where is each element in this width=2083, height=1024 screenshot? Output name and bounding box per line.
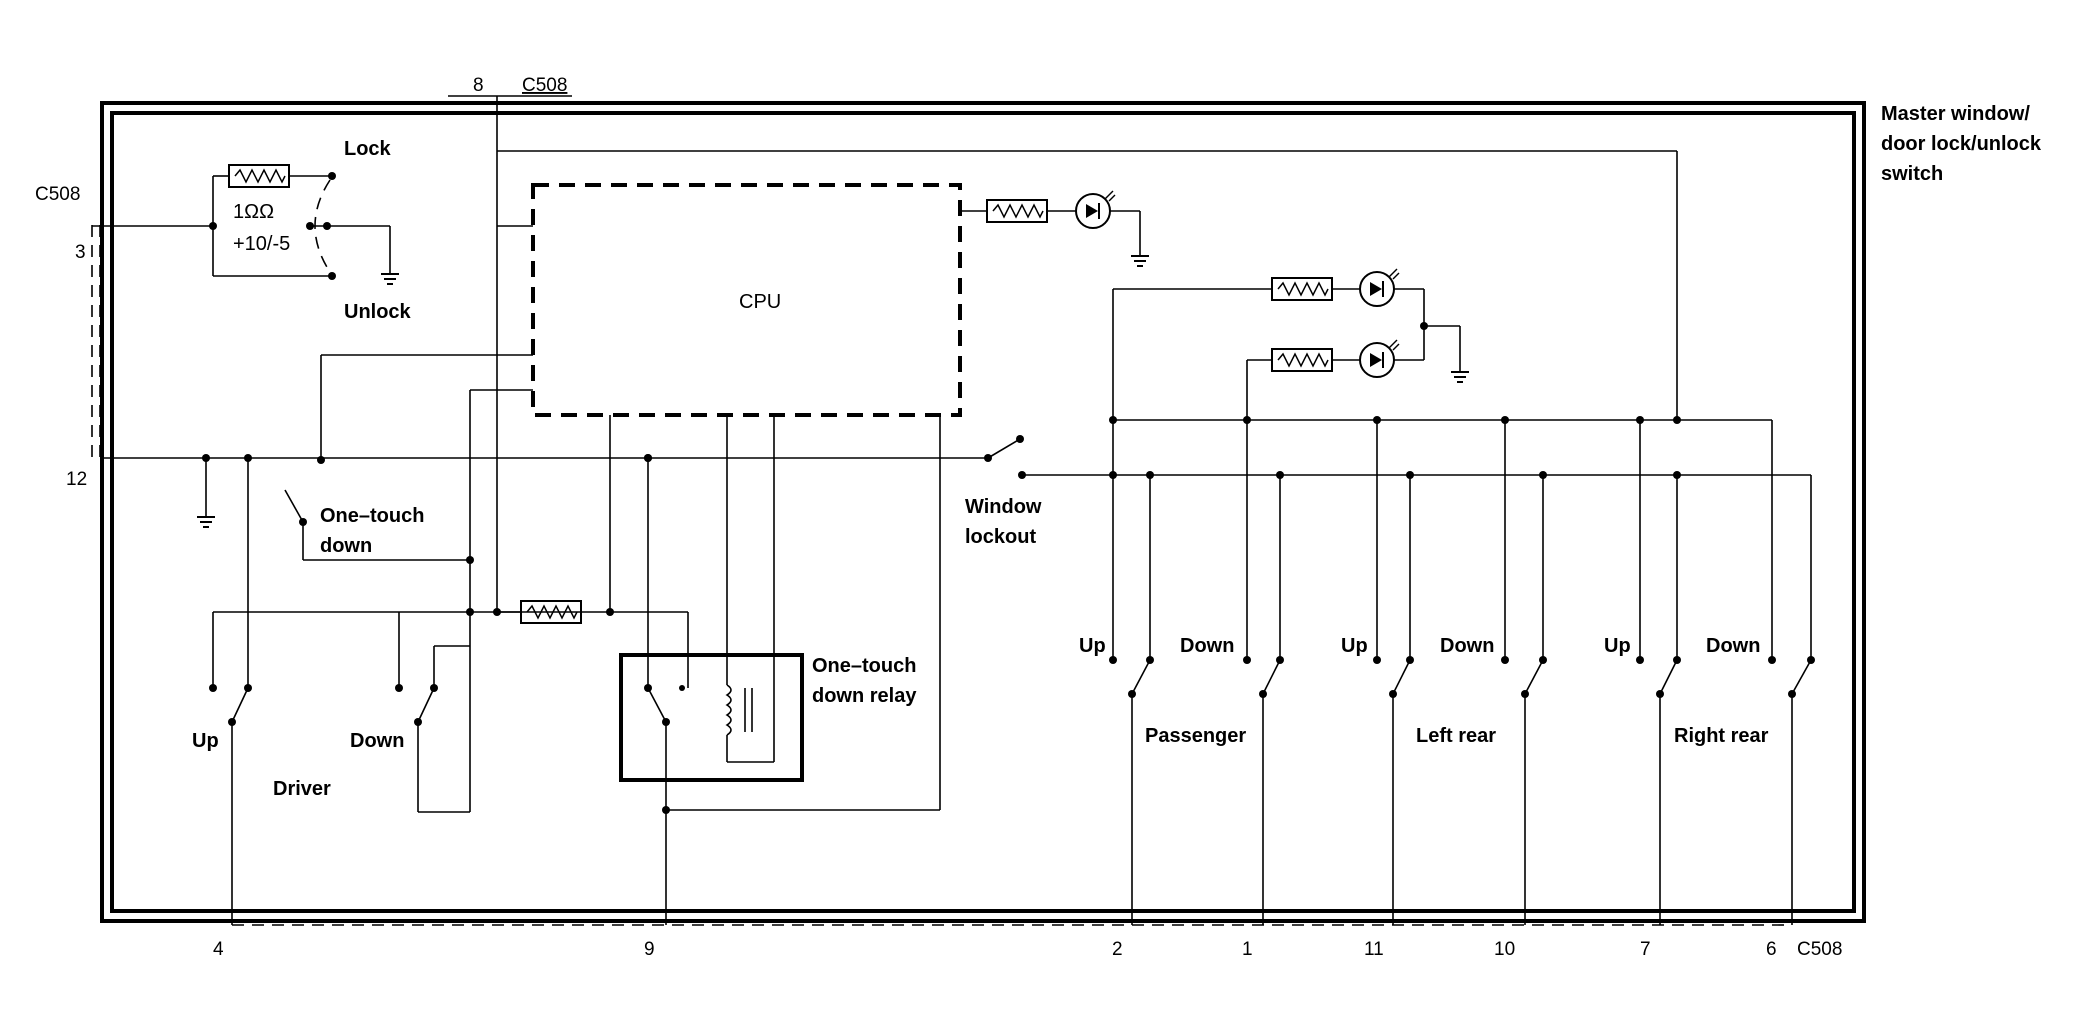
left-rear-down-label: Down	[1440, 635, 1494, 657]
pin-7-label: 7	[1640, 939, 1651, 960]
unlock-label: Unlock	[344, 301, 412, 323]
pin-8-label: 8	[473, 75, 484, 96]
one-touch-down-label-line1: One–touch	[320, 505, 424, 527]
resistor-value-label: 1ΩΩ	[233, 201, 274, 223]
right-rear-down-label: Down	[1706, 635, 1760, 657]
left-rear-up-label: Up	[1341, 635, 1368, 657]
driver-label: Driver	[273, 778, 331, 800]
window-lockout-label-line2: lockout	[965, 526, 1036, 548]
relay-label-line2: down relay	[812, 685, 917, 707]
cpu-label: CPU	[739, 291, 781, 313]
connector-c508-bottom: C508	[1797, 939, 1842, 960]
pin-12-label: 12	[66, 469, 87, 490]
pin-1-label: 1	[1242, 939, 1253, 960]
relay-label-line1: One–touch	[812, 655, 916, 677]
pin-4-label: 4	[213, 939, 224, 960]
window-lockout-label-line1: Window	[965, 496, 1042, 518]
module-title-line1: Master window/	[1881, 103, 2030, 125]
module-title-line2: door lock/unlock	[1881, 133, 2042, 155]
right-rear-label: Right rear	[1674, 725, 1769, 747]
lock-label: Lock	[344, 138, 392, 160]
driver-down-label: Down	[350, 730, 404, 752]
connector-c508-left: C508	[35, 184, 80, 205]
passenger-label: Passenger	[1145, 725, 1246, 747]
connector-c508-top: C508	[522, 75, 567, 96]
module-outer-border	[100, 101, 1866, 923]
module-inner-border	[110, 111, 1856, 913]
relay-box	[619, 653, 804, 782]
left-rear-label: Left rear	[1416, 725, 1496, 747]
module-title-line3: switch	[1881, 163, 1943, 185]
pin-10-label: 10	[1494, 939, 1515, 960]
pin-3-label: 3	[75, 242, 86, 263]
driver-up-label: Up	[192, 730, 219, 752]
pin-2-label: 2	[1112, 939, 1123, 960]
passenger-up-label: Up	[1079, 635, 1106, 657]
pin-6-label: 6	[1766, 939, 1777, 960]
resistor-tolerance-label: +10/-5	[233, 233, 290, 255]
pin-9-label: 9	[644, 939, 655, 960]
cpu-box	[531, 183, 962, 417]
right-rear-up-label: Up	[1604, 635, 1631, 657]
pin-11-label: 11	[1364, 939, 1384, 960]
one-touch-down-label-line2: down	[320, 535, 372, 557]
passenger-down-label: Down	[1180, 635, 1234, 657]
